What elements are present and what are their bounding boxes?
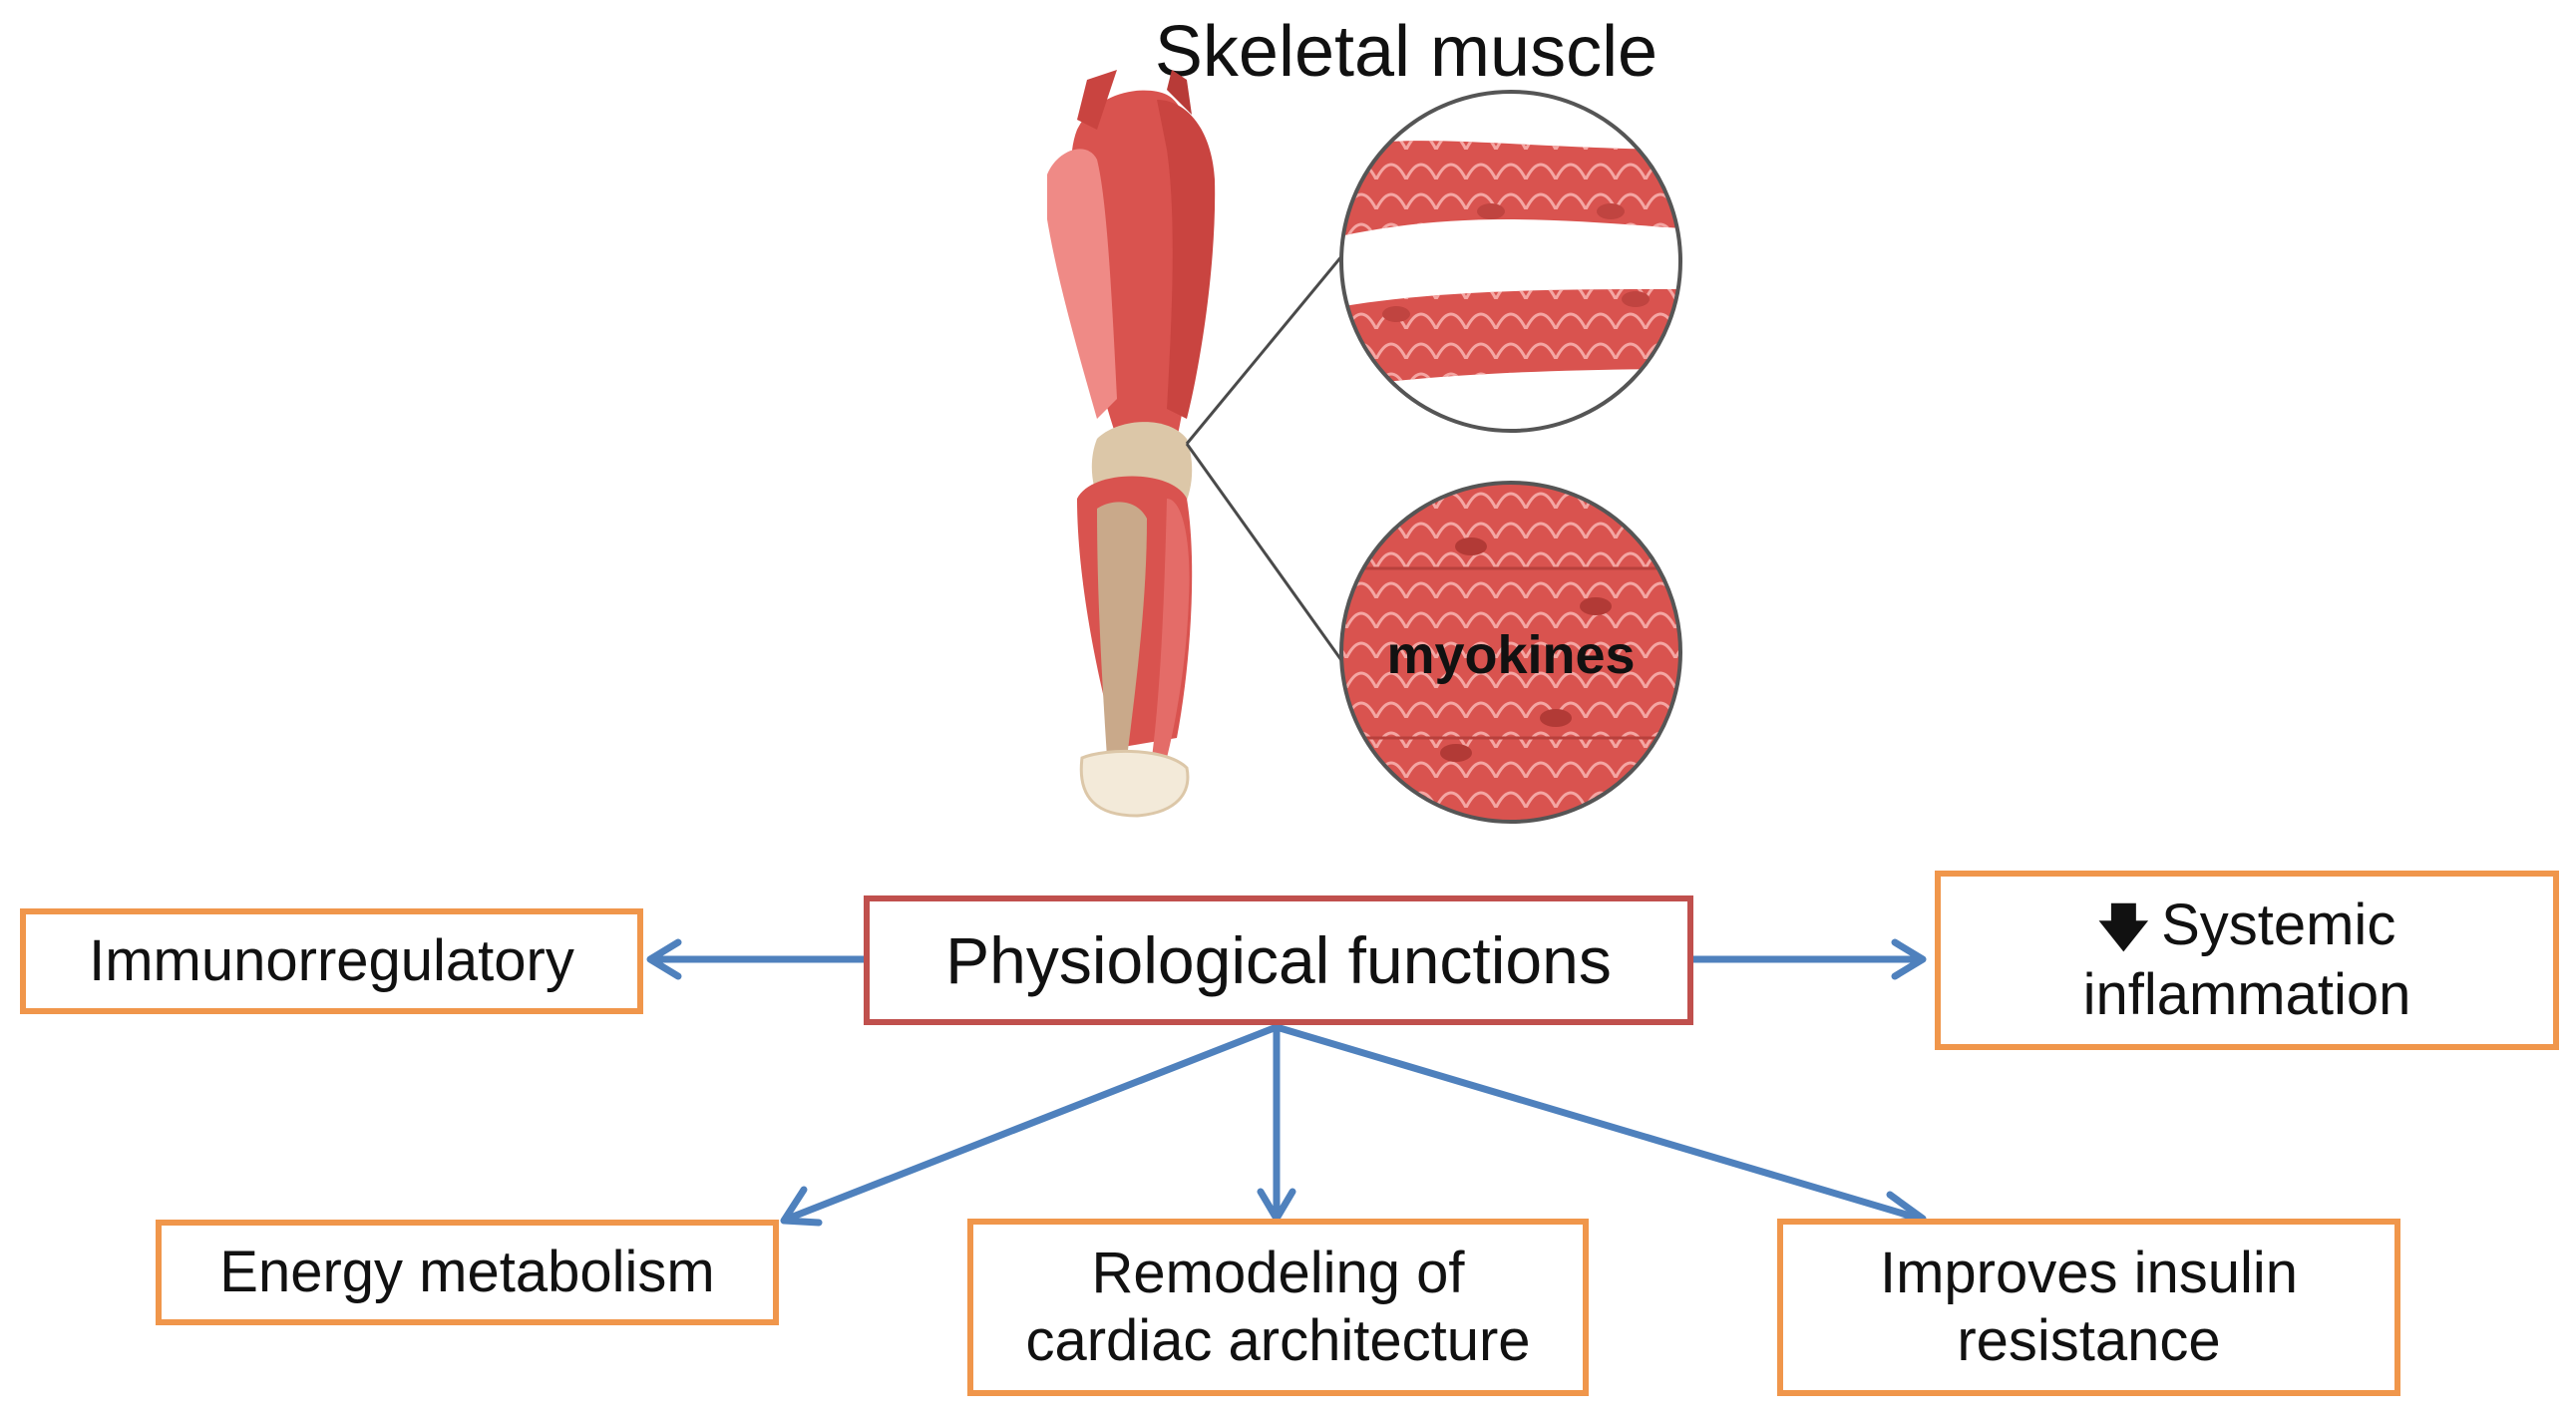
myokines-label: myokines bbox=[1386, 625, 1636, 685]
arrow-to-insulin bbox=[1273, 1023, 1924, 1223]
immunoregulatory-label: Immunorregulatory bbox=[89, 928, 574, 993]
energy-metabolism-label: Energy metabolism bbox=[219, 1240, 715, 1304]
insulin-line-1: Improves insulin bbox=[1879, 1241, 2299, 1305]
down-arrow-icon: 🡇 bbox=[2097, 899, 2150, 955]
systemic-inflammation-box: 🡇Systemic inflammation bbox=[1935, 871, 2559, 1050]
energy-metabolism-box: Energy metabolism bbox=[156, 1220, 779, 1325]
systemic-label: Systemic bbox=[2161, 892, 2396, 957]
insulin-line-2: resistance bbox=[1957, 1308, 2221, 1373]
muscle-fiber-icon bbox=[1341, 92, 1680, 431]
arrowhead-energy bbox=[780, 1186, 823, 1227]
physiological-functions-box: Physiological functions bbox=[864, 895, 1693, 1025]
inflammation-label: inflammation bbox=[2082, 962, 2411, 1027]
cardiac-architecture-box: Remodeling of cardiac architecture bbox=[967, 1219, 1589, 1396]
arrowhead-inflammation bbox=[1891, 938, 1927, 980]
arrow-to-energy bbox=[784, 1023, 1281, 1223]
systemic-line: 🡇Systemic bbox=[2098, 891, 2396, 961]
cardiac-line-1: Remodeling of bbox=[1091, 1241, 1465, 1305]
insulin-resistance-box: Improves insulin resistance bbox=[1777, 1219, 2400, 1396]
leg-muscle-icon bbox=[1047, 70, 1216, 818]
physiological-functions-label: Physiological functions bbox=[945, 923, 1612, 997]
diagram-title: Skeletal muscle bbox=[1154, 12, 1658, 92]
muscle-tissue-icon bbox=[1341, 483, 1680, 822]
arrowhead-cardiac bbox=[1257, 1188, 1296, 1223]
arrowhead-immunoregulatory bbox=[646, 938, 682, 980]
cardiac-line-2: cardiac architecture bbox=[1025, 1308, 1531, 1373]
immunoregulatory-box: Immunorregulatory bbox=[20, 908, 643, 1014]
skeletal-muscle-illustration bbox=[1047, 70, 1682, 824]
